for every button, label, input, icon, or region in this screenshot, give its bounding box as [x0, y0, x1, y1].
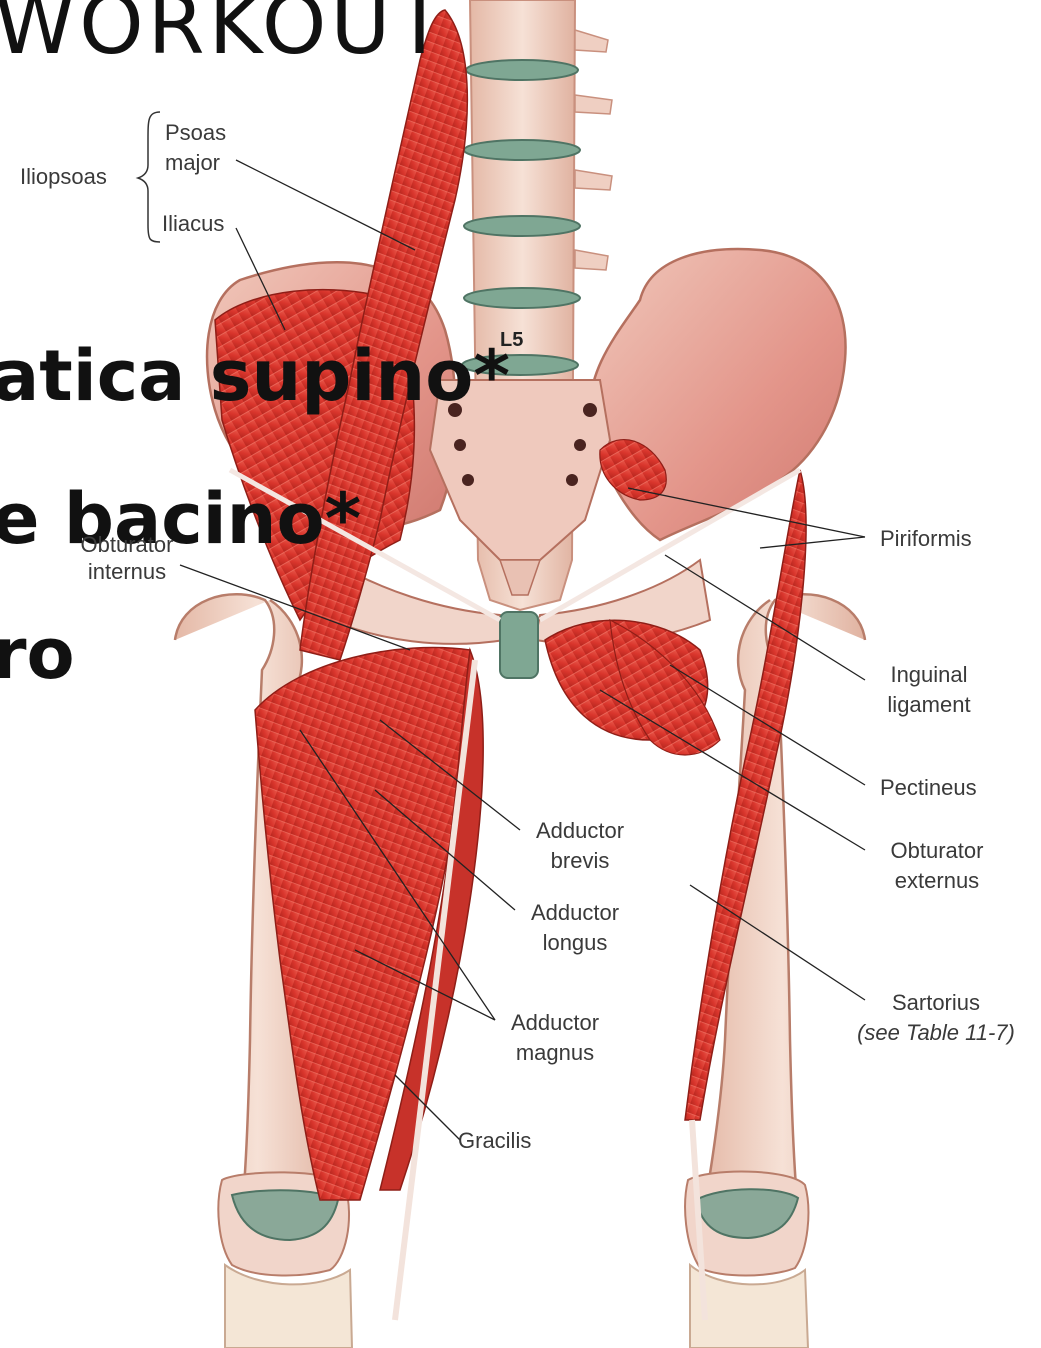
slide-title: WORKOUT	[0, 0, 449, 73]
label-l5: L5	[500, 325, 523, 355]
label-inguinal-ligament-line1: Inguinal	[870, 660, 988, 690]
label-gracilis: Gracilis	[458, 1126, 531, 1156]
label-piriformis: Piriformis	[880, 524, 972, 554]
label-psoas-major-line1: Psoas	[165, 118, 226, 148]
bullet-text-3: ro	[0, 613, 75, 695]
label-adductor-longus-line2: longus	[515, 928, 635, 958]
label-iliacus: Iliacus	[162, 209, 224, 239]
bullet-text-1: atica supino*	[0, 335, 510, 417]
iliopsoas-bracket	[138, 112, 160, 242]
label-obturator-internus-line1: Obturator	[72, 530, 182, 560]
label-obturator-externus-line2: externus	[872, 866, 1002, 896]
label-adductor-brevis-line2: brevis	[520, 846, 640, 876]
label-inguinal-ligament-line2: ligament	[870, 690, 988, 720]
label-sartorius-line1: Sartorius	[838, 988, 1034, 1018]
label-pectineus: Pectineus	[880, 773, 977, 803]
label-adductor-magnus-line1: Adductor	[495, 1008, 615, 1038]
label-obturator-internus-line2: internus	[72, 557, 182, 587]
label-adductor-magnus-line2: magnus	[495, 1038, 615, 1068]
label-adductor-brevis-line1: Adductor	[520, 816, 640, 846]
label-sartorius-line2: (see Table 11-7)	[838, 1018, 1034, 1048]
label-psoas-major-line2: major	[165, 148, 220, 178]
label-obturator-externus-line1: Obturator	[872, 836, 1002, 866]
label-adductor-longus-line1: Adductor	[515, 898, 635, 928]
label-iliopsoas: Iliopsoas	[20, 162, 107, 192]
